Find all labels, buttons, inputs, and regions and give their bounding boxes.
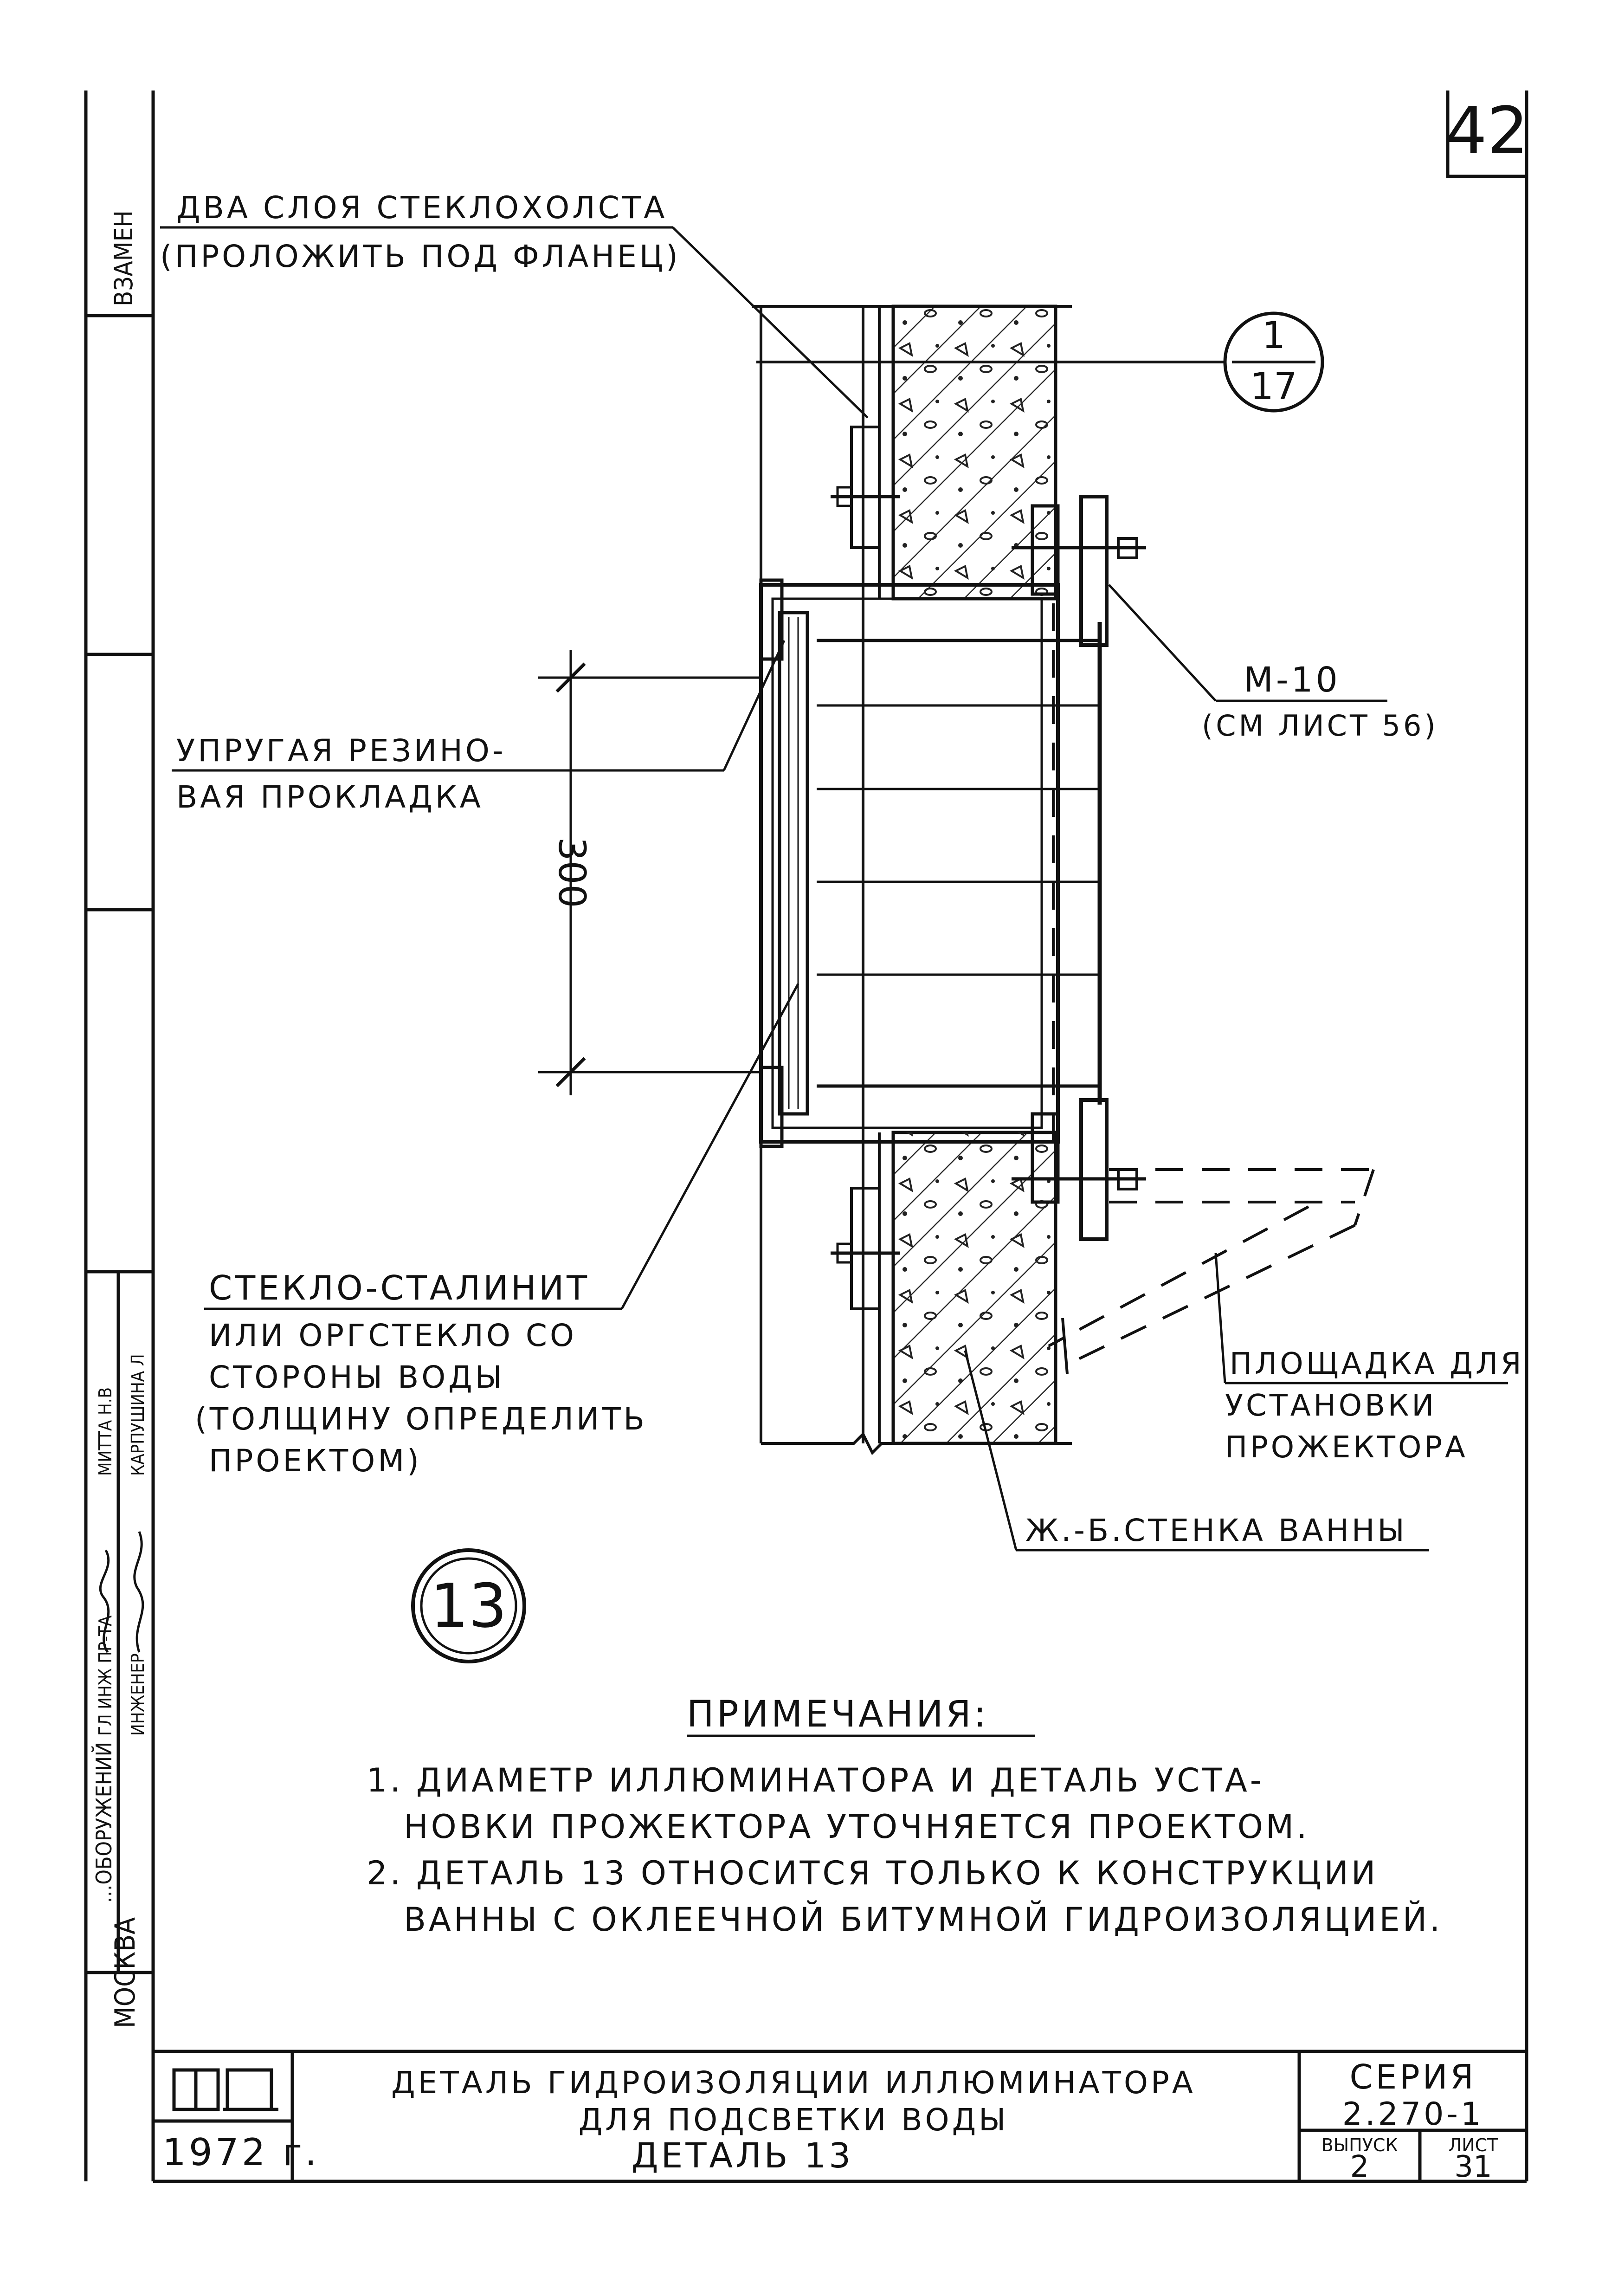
sheet-number-box: 42	[1446, 91, 1528, 178]
issue-label: ВЫПУСК	[1321, 2135, 1398, 2155]
sheet-label: ЛИСТ	[1449, 2135, 1499, 2155]
illuminator	[759, 578, 1102, 1160]
outer-flange-bottom	[1012, 1098, 1146, 1241]
glass-label-4: (ТОЛЩИНУ ОПРЕДЕЛИТЬ	[195, 1401, 647, 1437]
bolt-label-1: М-10	[1244, 660, 1341, 700]
glass-label-5: ПРОЕКТОМ)	[209, 1443, 422, 1479]
glass-pane	[778, 611, 809, 1116]
name-mitta: МИТТА Н.В	[95, 1387, 116, 1476]
name-karpushina: КАРПУШИНА Л	[128, 1354, 148, 1476]
inner-bolt-top	[831, 426, 900, 549]
signature-mitta	[99, 1549, 110, 1653]
series-value: 2.270-1	[1342, 2096, 1483, 2133]
note-line-3: 2. ДЕТАЛЬ 13 ОТНОСИТСЯ ТОЛЬКО К КОНСТРУК…	[367, 1854, 1378, 1892]
sheet-value: 31	[1454, 2150, 1492, 2184]
city-label: МОСКВА	[109, 1917, 142, 2028]
leader-lines	[160, 226, 1508, 1552]
chief-engineer-role: ГЛ ИНЖ ПР-ТА	[95, 1615, 116, 1736]
glass-label-2: ИЛИ ОРГСТЕКЛО СО	[209, 1318, 577, 1353]
callout-bottom: 17	[1250, 365, 1297, 408]
wall-section	[752, 304, 1225, 1455]
projector-platform	[1048, 1168, 1375, 1374]
glass-label-3: СТОРОНЫ ВОДЫ	[209, 1359, 505, 1395]
issue-value: 2	[1350, 2150, 1369, 2184]
organization-label: ...ОБОРУЖЕНИЙ	[91, 1742, 116, 1903]
outer-flange-top	[1012, 495, 1146, 647]
year: 1972 г.	[162, 2131, 319, 2174]
note-line-2: НОВКИ ПРОЖЕКТОРА УТОЧНЯЕТСЯ ПРОЕКТОМ.	[404, 1808, 1309, 1846]
title-block: ТД 1972 г. ДЕТАЛЬ ГИДРОИЗОЛЯЦИИ ИЛЛЮМИНА…	[153, 2051, 1527, 2184]
side-strip: ВЗАМЕН МОСКВА ...ОБОРУЖЕНИЙ ГЛ ИНЖ ПР-ТА…	[91, 210, 148, 2028]
engineer-role: ИНЖЕНЕР	[128, 1653, 148, 1736]
section-callout: 1 17	[1223, 311, 1324, 413]
callout-labels: ДВА СЛОЯ СТЕКЛОХОЛСТА (ПРОЛОЖИТЬ ПОД ФЛА…	[160, 190, 1524, 1548]
bolt-label-2: (СМ ЛИСТ 56)	[1202, 709, 1438, 743]
detail-mark: 13	[411, 1548, 526, 1663]
rubber-gasket-label-2: ВАЯ ПРОКЛАДКА	[176, 779, 483, 815]
organization-logo	[172, 2068, 278, 2111]
detail-name: ДЕТАЛЬ 13	[632, 2136, 854, 2176]
drawing-title-1: ДЕТАЛЬ ГИДРОИЗОЛЯЦИИ ИЛЛЮМИНАТОРА	[391, 2065, 1196, 2101]
glass-label-1: СТЕКЛО-СТАЛИНИТ	[209, 1268, 590, 1307]
platform-label-1: ПЛОЩАДКА ДЛЯ	[1230, 1347, 1524, 1381]
signature-karpushina	[133, 1531, 144, 1653]
fiberglass-label-1: ДВА СЛОЯ СТЕКЛОХОЛСТА	[176, 190, 667, 226]
notes: ПРИМЕЧАНИЯ: 1. ДИАМЕТР ИЛЛЮМИНАТОРА И ДЕ…	[367, 1694, 1443, 1939]
note-line-4: ВАННЫ С ОКЛЕЕЧНОЙ БИТУМНОЙ ГИДРОИЗОЛЯЦИЕ…	[404, 1901, 1443, 1939]
notes-heading: ПРИМЕЧАНИЯ:	[687, 1694, 989, 1735]
callout-top: 1	[1262, 314, 1286, 357]
inner-bolt-bottom	[831, 1187, 900, 1310]
series-label: СЕРИЯ	[1349, 2057, 1476, 2096]
platform-label-3: ПРОЖЕКТОРА	[1225, 1430, 1468, 1465]
dimension-300	[538, 650, 761, 1095]
drawing-title-2: ДЛЯ ПОДСВЕТКИ ВОДЫ	[579, 2102, 1009, 2138]
sheet-number: 42	[1446, 93, 1528, 169]
platform-label-2: УСТАНОВКИ	[1225, 1389, 1437, 1423]
fiberglass-label-2: (ПРОЛОЖИТЬ ПОД ФЛАНЕЦ)	[160, 239, 681, 274]
note-line-1: 1. ДИАМЕТР ИЛЛЮМИНАТОРА И ДЕТАЛЬ УСТА-	[367, 1761, 1264, 1799]
dimension-value: 300	[550, 837, 593, 908]
wall-label: Ж.-Б.СТЕНКА ВАННЫ	[1025, 1513, 1407, 1548]
rubber-gasket-label-1: УПРУГАЯ РЕЗИНО-	[176, 733, 506, 769]
replace-label: ВЗАМЕН	[109, 210, 138, 306]
detail-mark-number: 13	[430, 1571, 507, 1641]
